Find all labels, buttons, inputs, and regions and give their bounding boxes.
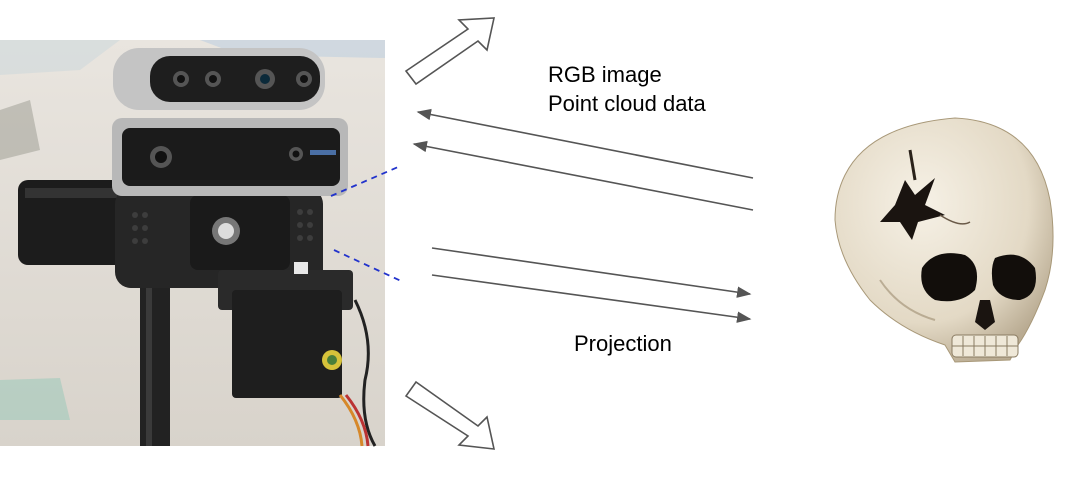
hollow-arrow-down — [404, 380, 496, 450]
camera-rig-photo — [0, 40, 385, 447]
label-rgb-image: RGB image — [548, 62, 662, 87]
arrow-point-cloud — [412, 140, 754, 211]
hollow-arrow-up — [404, 17, 496, 86]
arrow-rgb-image — [416, 108, 754, 179]
arrow-projection-2 — [431, 274, 752, 323]
dashed-line-bottom — [333, 249, 402, 282]
arrow-projection-1 — [431, 247, 752, 298]
skull-photo — [834, 117, 1054, 363]
label-point-cloud-data: Point cloud data — [548, 91, 706, 116]
label-projection: Projection — [574, 331, 672, 356]
dashed-line-top — [330, 166, 399, 197]
